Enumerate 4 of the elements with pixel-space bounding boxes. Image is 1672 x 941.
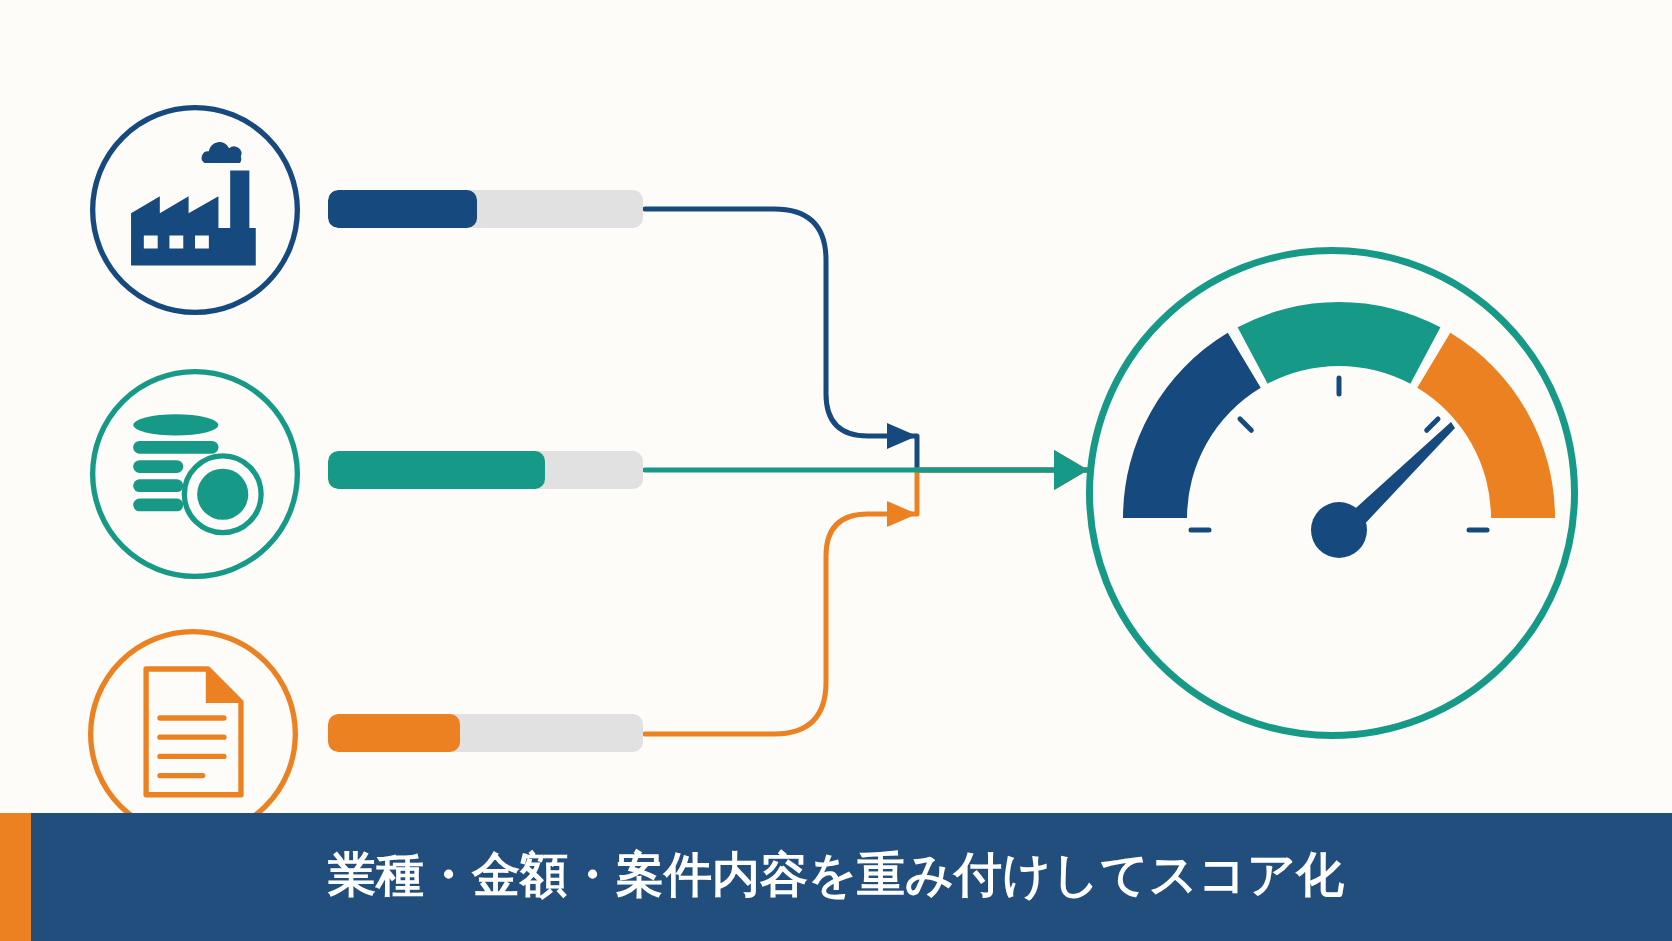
caption: 業種・金額・案件内容を重み付けしてスコア化 (328, 845, 1344, 904)
progress-bar (328, 190, 643, 228)
progress-bar (328, 714, 643, 752)
progress-bar (328, 451, 643, 489)
